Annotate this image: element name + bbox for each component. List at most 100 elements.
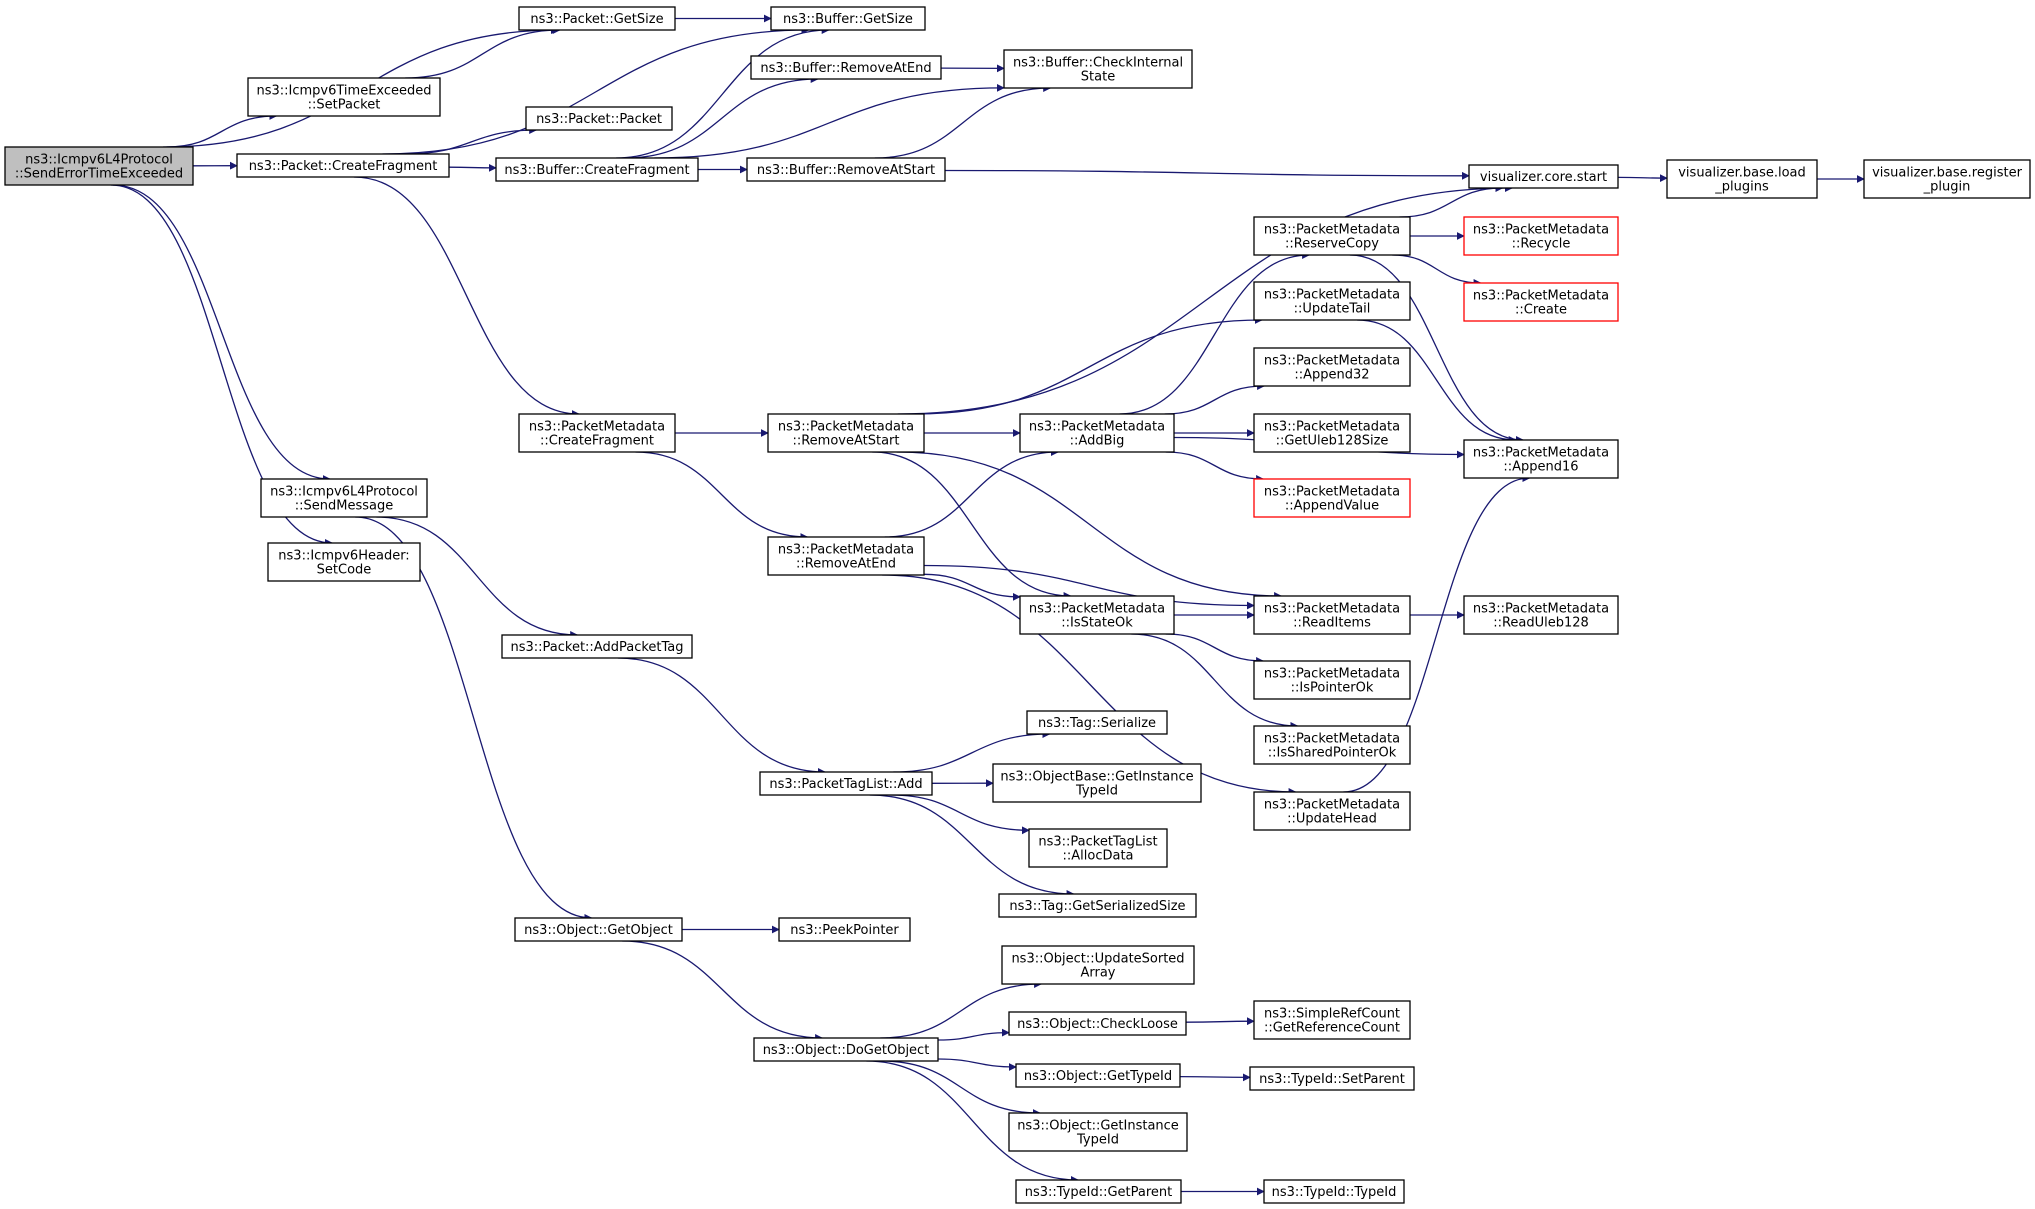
node-buf-removeatend[interactable]: ns3::Buffer::RemoveAtEnd [750, 55, 942, 80]
node-ptl-add[interactable]: ns3::PacketTagList::Add [759, 771, 933, 796]
edge-icmp-setpacket-to-pkt-getsize [405, 26, 561, 79]
node-pm-reservecopy[interactable]: ns3::PacketMetadata::ReserveCopy [1253, 216, 1411, 256]
node-box [750, 55, 942, 80]
node-label: ::UpdateHead [1287, 812, 1377, 827]
node-label: ::SendErrorTimeExceeded [15, 167, 183, 182]
node-vis-register-plugin[interactable]: visualizer.base.register_plugin [1863, 159, 2031, 199]
node-label: ns3::Buffer::RemoveAtEnd [760, 61, 931, 76]
node-pm-appendvalue[interactable]: ns3::PacketMetadata::AppendValue [1253, 478, 1411, 518]
node-pkt-addpackettag[interactable]: ns3::Packet::AddPacketTag [501, 634, 693, 659]
node-pm-append16[interactable]: ns3::PacketMetadata::Append16 [1463, 439, 1619, 479]
node-box [1008, 1112, 1188, 1152]
node-pkt-createfragment[interactable]: ns3::Packet::CreateFragment [236, 153, 450, 178]
node-label: ns3::Icmpv6Header: [278, 549, 409, 564]
edge-vis-core-start-to-vis-load-plugins [1617, 174, 1668, 183]
node-box [1253, 725, 1411, 765]
edge-pkt-createfragment-to-buf-getsize [382, 26, 810, 155]
node-box [1003, 49, 1193, 89]
node-box [1468, 164, 1619, 189]
node-pm-create[interactable]: ns3::PacketMetadata::Create [1463, 282, 1619, 322]
node-pm-readuleb128[interactable]: ns3::PacketMetadata::ReadUleb128 [1463, 595, 1619, 635]
edge-root-to-icmp-sendmessage [112, 184, 331, 483]
node-label: ns3::Buffer::CheckInternal [1013, 56, 1183, 71]
node-icmp-setcode[interactable]: ns3::Icmpv6Header:SetCode [267, 542, 421, 582]
node-box [759, 771, 933, 796]
node-pm-issharedpointerok[interactable]: ns3::PacketMetadata::IsSharedPointerOk [1253, 725, 1411, 765]
node-pm-readitems[interactable]: ns3::PacketMetadata::ReadItems [1253, 595, 1411, 635]
node-box [753, 1037, 939, 1062]
node-pm-ispointerok[interactable]: ns3::PacketMetadata::IsPointerOk [1253, 660, 1411, 700]
node-box [518, 413, 676, 453]
edge-buf-createfragment-to-buf-checkinternal [654, 83, 1005, 159]
node-box [1015, 1063, 1181, 1088]
node-box [1253, 595, 1411, 635]
node-box [1019, 595, 1175, 635]
node-obj-checkloose[interactable]: ns3::Object::CheckLoose [1008, 1011, 1187, 1036]
node-buf-removeatstart[interactable]: ns3::Buffer::RemoveAtStart [746, 157, 946, 182]
node-pm-updatetail[interactable]: ns3::PacketMetadata::UpdateTail [1253, 281, 1411, 321]
node-label: ::AllocData [1062, 849, 1133, 864]
node-peekpointer[interactable]: ns3::PeekPointer [778, 917, 911, 942]
node-root[interactable]: ns3::Icmpv6L4Protocol::SendErrorTimeExce… [4, 146, 194, 186]
node-box [1253, 1000, 1411, 1040]
node-box [247, 77, 441, 117]
node-pm-createfragment[interactable]: ns3::PacketMetadata::CreateFragment [518, 413, 676, 453]
node-pm-removeatend[interactable]: ns3::PacketMetadata::RemoveAtEnd [767, 536, 925, 576]
node-buf-createfragment[interactable]: ns3::Buffer::CreateFragment [495, 157, 699, 182]
node-label: ns3::Icmpv6L4Protocol [25, 153, 173, 168]
node-vis-core-start[interactable]: visualizer.core.start [1468, 164, 1619, 189]
node-pm-getuleb128size[interactable]: ns3::PacketMetadata::GetUleb128Size [1253, 413, 1411, 453]
node-label: ns3::TypeId::SetParent [1259, 1072, 1405, 1087]
node-typeid-getparent[interactable]: ns3::TypeId::GetParent [1015, 1179, 1182, 1204]
edge-buf-createfragment-to-buf-removeatend [625, 75, 819, 159]
node-pm-updatehead[interactable]: ns3::PacketMetadata::UpdateHead [1253, 791, 1411, 831]
node-pkt-packet[interactable]: ns3::Packet::Packet [525, 106, 673, 131]
node-icmp-sendmessage[interactable]: ns3::Icmpv6L4Protocol::SendMessage [260, 478, 428, 518]
node-pm-removeatstart[interactable]: ns3::PacketMetadata::RemoveAtStart [767, 413, 925, 453]
node-pm-isstateok[interactable]: ns3::PacketMetadata::IsStateOk [1019, 595, 1175, 635]
node-box [518, 6, 676, 31]
node-buf-getsize[interactable]: ns3::Buffer::GetSize [770, 6, 926, 31]
node-pm-recycle[interactable]: ns3::PacketMetadata::Recycle [1463, 216, 1619, 256]
edge-pm-isstateok-to-pm-ispointerok [1165, 633, 1265, 665]
node-box [1666, 159, 1818, 199]
edge-pm-reservecopy-to-vis-core-start [1399, 184, 1504, 218]
node-box [1463, 595, 1619, 635]
node-label: ns3::Tag::GetSerializedSize [1009, 899, 1185, 914]
node-ptl-allocdata[interactable]: ns3::PacketTagList::AllocData [1028, 828, 1168, 868]
node-box [236, 153, 450, 178]
edge-ptl-add-to-ptl-allocdata [890, 794, 1030, 835]
edge-pkt-createfragment-to-pm-createfragment [353, 176, 580, 418]
node-vis-load-plugins[interactable]: visualizer.base.load_plugins [1666, 159, 1818, 199]
edge-pm-removeatstart-to-pm-isstateok [872, 451, 1072, 600]
node-box [1253, 281, 1411, 321]
node-icmp-setpacket[interactable]: ns3::Icmpv6TimeExceeded::SetPacket [247, 77, 441, 117]
node-box [1028, 828, 1168, 868]
edge-pm-removeatstart-to-pm-readitems [896, 451, 1283, 600]
node-obj-gettypeid[interactable]: ns3::Object::GetTypeId [1015, 1063, 1181, 1088]
node-obj-getobject[interactable]: ns3::Object::GetObject [514, 917, 683, 942]
node-label: ns3::SimpleRefCount [1264, 1007, 1400, 1022]
node-label: ns3::Buffer::CreateFragment [504, 163, 689, 178]
node-typeid-setparent[interactable]: ns3::TypeId::SetParent [1249, 1066, 1415, 1091]
node-typeid-typeid[interactable]: ns3::TypeId::TypeId [1263, 1179, 1405, 1204]
node-label: ns3::PacketMetadata [1264, 667, 1400, 682]
node-label: ns3::Object::GetInstance [1017, 1119, 1179, 1134]
node-pm-append32[interactable]: ns3::PacketMetadata::Append32 [1253, 347, 1411, 387]
node-label: ns3::PacketMetadata [778, 420, 914, 435]
node-pkt-getsize[interactable]: ns3::Packet::GetSize [518, 6, 676, 31]
node-box [767, 413, 925, 453]
node-obj-dogetobject[interactable]: ns3::Object::DoGetObject [753, 1037, 939, 1062]
nodes-layer: ns3::Icmpv6L4Protocol::SendErrorTimeExce… [4, 6, 2031, 1204]
node-src-getreferencecount[interactable]: ns3::SimpleRefCount::GetReferenceCount [1253, 1000, 1411, 1040]
node-tag-serialize[interactable]: ns3::Tag::Serialize [1026, 710, 1168, 735]
node-label: ::Recycle [1512, 237, 1571, 252]
node-label: ns3::Icmpv6L4Protocol [270, 485, 418, 500]
node-tag-getserializedsize[interactable]: ns3::Tag::GetSerializedSize [998, 893, 1197, 918]
node-pm-addbig[interactable]: ns3::PacketMetadata::AddBig [1019, 413, 1175, 453]
node-label: ns3::Icmpv6TimeExceeded [256, 84, 431, 99]
